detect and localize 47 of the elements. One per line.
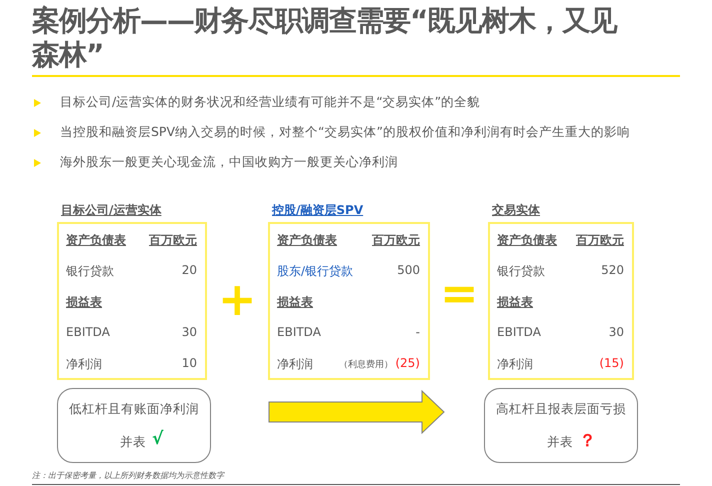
column-header: 百万欧元	[149, 232, 197, 249]
row-label: 股东/银行贷款	[277, 263, 354, 280]
row-label: 净利润	[66, 356, 102, 373]
rounded-box	[484, 388, 638, 463]
row-label: EBITDA	[497, 325, 541, 339]
block-arrow	[268, 390, 445, 434]
bullet-text: 海外股东一般更关心现金流，中国收购方一般更关心净利润	[60, 154, 398, 171]
column-header: 损益表	[277, 294, 313, 311]
column-header: 资产负债表	[497, 232, 557, 249]
row-label: 净利润	[497, 356, 533, 373]
operator-sign: +	[218, 276, 257, 322]
value-text: 10	[182, 356, 197, 370]
value-text: 520	[601, 263, 624, 277]
column-header: 损益表	[497, 294, 533, 311]
box-text: 高杠杆且报表层面亏损	[496, 401, 626, 418]
value-text: (25)	[395, 356, 420, 370]
bullet-text: 当控股和融资层SPV纳入交易的时候，对整个“交易实体”的股权价值和净利润有时会产生重大的影响	[60, 124, 630, 141]
row-label: EBITDA	[66, 325, 110, 339]
column-header: 资产负债表	[277, 232, 337, 249]
box-text: 低杠杆且有账面净利润	[69, 401, 199, 418]
value-text: 500	[397, 263, 420, 277]
value-text: 30	[608, 325, 624, 339]
box-text: 并表	[547, 434, 573, 451]
row-label: 净利润	[277, 356, 313, 373]
column-header: 损益表	[66, 294, 102, 311]
status-mark: ？	[579, 430, 596, 452]
column-header: 百万欧元	[576, 232, 624, 249]
rounded-box	[57, 388, 211, 463]
row-label: （利息费用）	[339, 358, 393, 371]
slide-title: 案例分析——财务尽职调查需要“既见树木，又见森林”	[32, 4, 618, 72]
row-label: EBITDA	[277, 325, 321, 339]
footnote: 注：出于保密考量，以上所列财务数据均为示意性数字	[32, 470, 224, 481]
row-label: 银行贷款	[497, 263, 545, 280]
table-heading: 交易实体	[492, 202, 540, 219]
value-text: 20	[182, 263, 197, 277]
table-heading: 控股/融资层SPV	[272, 202, 364, 219]
bullet-text: 目标公司/运营实体的财务状况和经营业绩有可能并不是“交易实体”的全貌	[60, 94, 480, 111]
column-header: 资产负债表	[66, 232, 126, 249]
status-mark: √	[152, 429, 164, 449]
box-text: 并表	[120, 434, 146, 451]
value-text: (15)	[599, 356, 624, 370]
operator-sign: =	[440, 270, 479, 316]
row-label: 银行贷款	[66, 263, 114, 280]
value-text: -	[416, 325, 420, 339]
column-header: 百万欧元	[372, 232, 420, 249]
value-text: 30	[182, 325, 197, 339]
table-heading: 目标公司/运营实体	[61, 202, 162, 219]
